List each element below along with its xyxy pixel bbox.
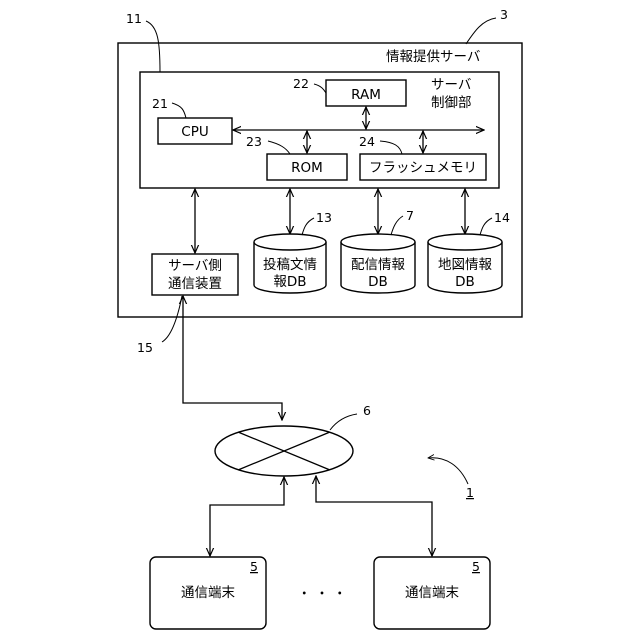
post-db-number: 13: [316, 210, 332, 225]
frame-number: 11: [126, 11, 142, 26]
comm-device-number: 15: [137, 340, 153, 355]
rom-number: 23: [246, 134, 262, 149]
system-arrow: [428, 458, 468, 484]
network-left-terminal-link: [210, 477, 284, 556]
system-number: 1: [466, 485, 474, 500]
map-db-label-line1: 地図情報: [438, 257, 492, 273]
ram-label: RAM: [351, 87, 381, 103]
right-terminal-number: 5: [472, 559, 480, 574]
controller-title-line1: サーバ: [431, 77, 471, 93]
ram-number: 22: [293, 76, 309, 91]
cpu-label: CPU: [181, 124, 208, 140]
rom-label: ROM: [291, 160, 323, 176]
network-right-terminal-link: [316, 476, 432, 556]
controller-title-line2: 制御部: [431, 95, 472, 111]
post-db-label-line2: 報DB: [273, 274, 306, 290]
network-number: 6: [363, 403, 371, 418]
delivery-db-number: 7: [406, 208, 414, 223]
map-db-label-line2: DB: [455, 274, 475, 290]
delivery-db-label-line2: DB: [368, 274, 388, 290]
comm-device-label-line1: サーバ側: [168, 258, 222, 274]
network-node: [215, 426, 353, 476]
server-leader: [466, 18, 496, 44]
post-db-label-line1: 投稿文情: [263, 257, 317, 273]
flash-label: フラッシュメモリ: [369, 160, 477, 176]
terminals-ellipsis: ・ ・ ・: [297, 586, 346, 602]
network-leader: [330, 414, 357, 430]
map-db-number: 14: [494, 210, 510, 225]
server-number: 3: [500, 7, 508, 22]
left-terminal-number: 5: [250, 559, 258, 574]
right-terminal-label: 通信端末: [405, 585, 459, 601]
delivery-db-label-line1: 配信情報: [351, 257, 405, 273]
cpu-number: 21: [152, 96, 168, 111]
server-title: 情報提供サーバ: [386, 49, 480, 65]
flash-number: 24: [359, 134, 375, 149]
comm-device-label-line2: 通信装置: [168, 276, 222, 292]
left-terminal-label: 通信端末: [181, 585, 235, 601]
